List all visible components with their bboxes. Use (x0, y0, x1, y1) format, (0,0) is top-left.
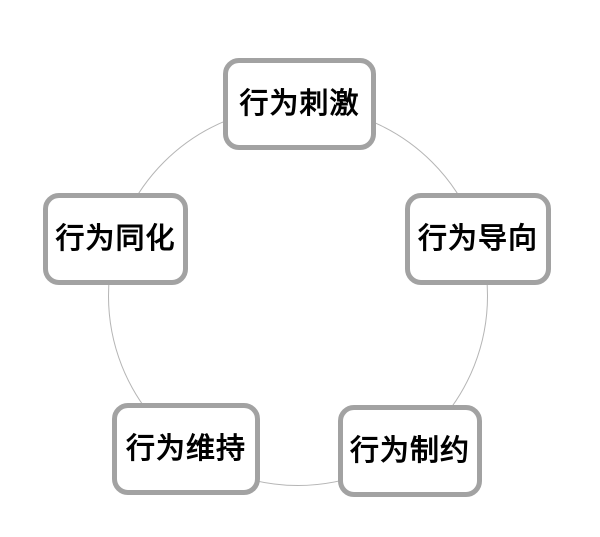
node-label: 行为刺激 (239, 87, 360, 120)
node-label: 行为维持 (125, 432, 246, 465)
node-label: 行为制约 (349, 434, 470, 467)
node-behavior-assimilation: 行为同化 (43, 193, 188, 285)
node-behavior-stimulus: 行为刺激 (223, 58, 376, 150)
node-label: 行为同化 (55, 222, 176, 255)
node-behavior-constraint: 行为制约 (338, 405, 482, 497)
node-behavior-maintenance: 行为维持 (112, 403, 260, 495)
node-label: 行为导向 (417, 222, 538, 255)
node-behavior-orientation: 行为导向 (405, 193, 551, 285)
